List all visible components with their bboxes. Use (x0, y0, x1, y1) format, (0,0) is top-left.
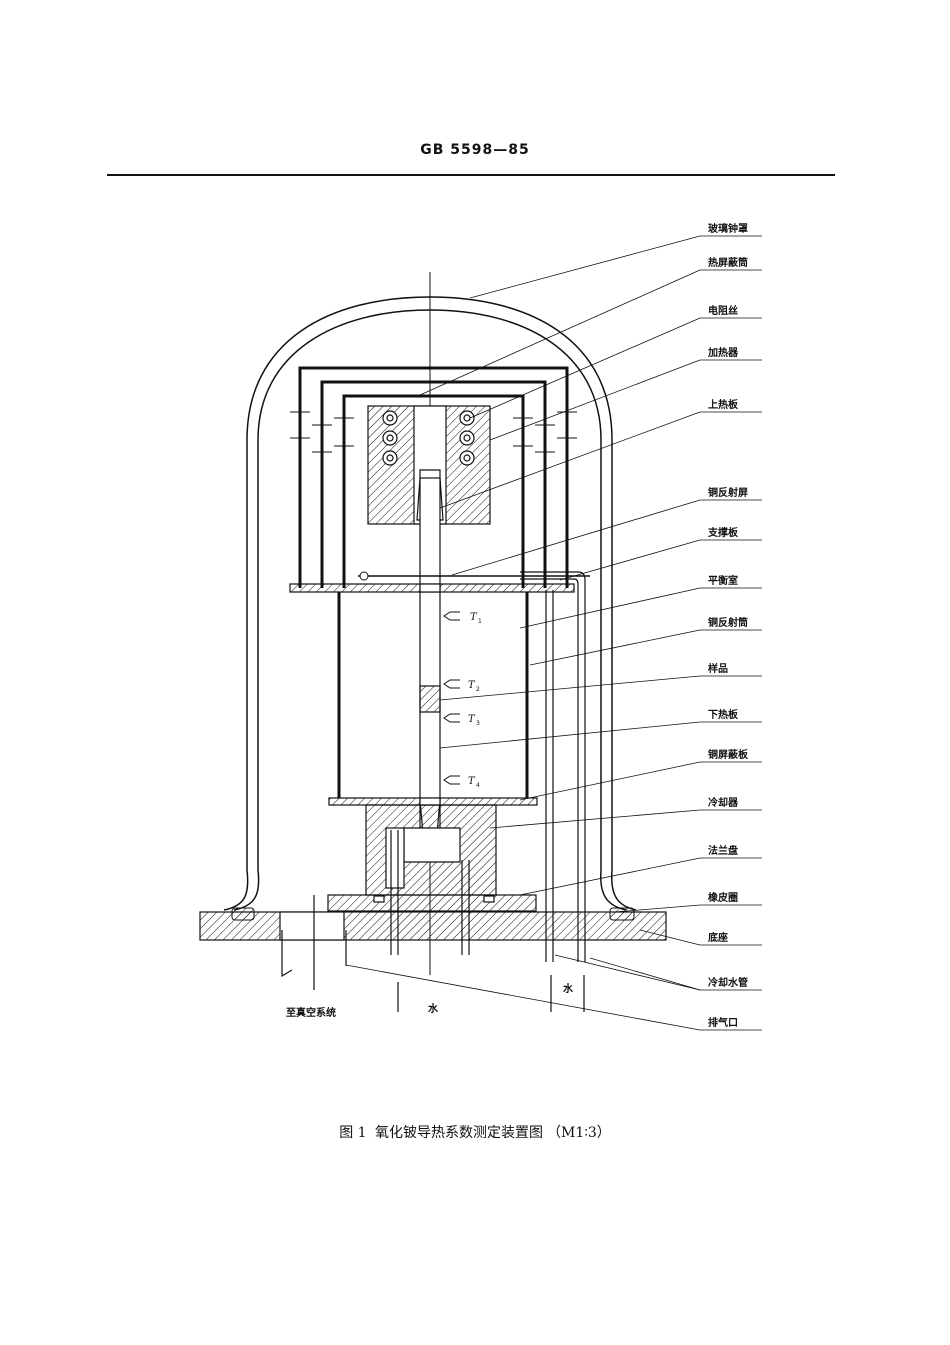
label-support-plate: 支撑板 (707, 526, 739, 539)
label-copper-reflector-screen: 铜反射屏 (708, 486, 748, 499)
figure-scale: （M1∶3） (547, 1125, 611, 1141)
base (199, 911, 667, 941)
support-plate (289, 583, 575, 593)
thermocouple-marks (443, 611, 460, 785)
figure-number: 图 1 (339, 1125, 367, 1141)
label-heater: 加热器 (707, 346, 739, 359)
label-upper-hot-plate: 上热板 (708, 398, 739, 411)
label-resistance-wire: 电阻丝 (708, 304, 738, 317)
label-to-vacuum: 至真空系统 (286, 1006, 336, 1019)
vacuum-pipe (281, 895, 347, 990)
figure-caption: 图 1 氧化铍导热系数测定装置图（M1∶3） (0, 1122, 950, 1142)
label-underlines (700, 235, 762, 1031)
svg-text:2: 2 (476, 686, 480, 693)
label-flange: 法兰盘 (708, 844, 738, 857)
cooler (365, 804, 497, 896)
svg-text:4: 4 (476, 782, 480, 789)
label-t4: T (468, 776, 476, 787)
label-sample: 样品 (708, 662, 728, 675)
standard-number: GB 5598—85 (420, 142, 530, 158)
label-water-right: 水 (562, 982, 574, 995)
thermocouple-labels: T 1 T 2 T 3 T 4 (468, 612, 482, 789)
label-heat-shield: 热屏蔽筒 (708, 256, 748, 269)
heat-shield-cylinder (298, 366, 569, 588)
header-rule (107, 174, 835, 176)
flange-plate (327, 894, 537, 912)
sample-rod (419, 477, 441, 846)
callout-labels: 玻璃钟罩 热屏蔽筒 电阻丝 加热器 上热板 铜反射屏 支撑板 平衡室 铜反射筒 … (707, 222, 749, 1029)
label-base: 底座 (708, 931, 728, 944)
label-lower-hot-plate: 下热板 (708, 708, 739, 721)
copper-shielding-plate (328, 797, 538, 806)
label-cooler: 冷却器 (708, 796, 739, 809)
label-water-left: 水 (427, 1002, 439, 1015)
label-t1: T (470, 612, 478, 623)
label-copper-reflector-cylinder: 铜反射筒 (708, 616, 748, 629)
glass-bell-jar (223, 296, 637, 911)
svg-text:3: 3 (476, 720, 480, 727)
label-t2: T (468, 680, 476, 691)
figure-title: 氧化铍导热系数测定装置图 (375, 1125, 543, 1141)
label-t3: T (468, 714, 476, 725)
cooling-water-pipe (390, 571, 586, 1012)
leader-lines (345, 235, 701, 1031)
label-glass-bell-jar: 玻璃钟罩 (708, 222, 748, 235)
svg-text:1: 1 (478, 618, 482, 625)
label-copper-shield-plate: 铜屏蔽板 (708, 748, 749, 761)
label-rubber-ring: 橡皮圈 (708, 891, 738, 904)
shield-ticks (290, 411, 577, 453)
label-exhaust-port: 排气口 (708, 1016, 738, 1029)
label-cooling-water-pipe: 冷却水管 (708, 976, 748, 989)
label-balance-chamber: 平衡室 (708, 574, 738, 587)
